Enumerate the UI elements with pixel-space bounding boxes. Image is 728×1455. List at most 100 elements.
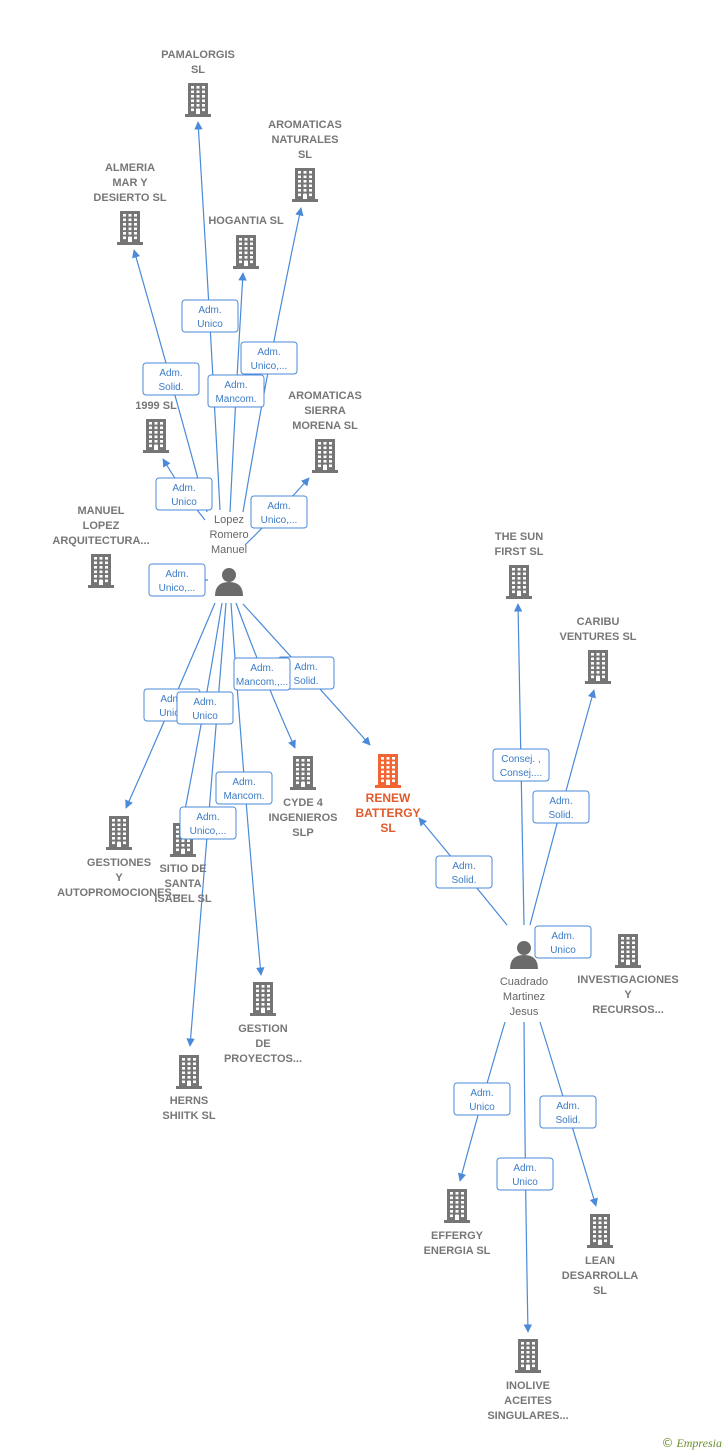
role-text: Solid. [548, 810, 573, 821]
role-text: Adm. [196, 812, 219, 823]
company-label: LEAN [585, 1255, 615, 1267]
role-text: Adm. [172, 483, 195, 494]
company-label: VENTURES SL [559, 631, 636, 643]
company-label: DESIERTO SL [93, 192, 166, 204]
company-label: AROMATICAS [268, 119, 342, 131]
role-label-c_almeria[interactable]: Adm.Solid. [142, 362, 200, 396]
company-label: RECURSOS... [592, 1004, 664, 1016]
role-text: Unico [171, 497, 197, 508]
building-icon [117, 211, 143, 245]
company-label: DE [255, 1038, 270, 1050]
role-box [534, 925, 592, 959]
building-icon [515, 1339, 541, 1373]
company-label: INOLIVE [506, 1380, 550, 1392]
building-icon [585, 650, 611, 684]
role-text: Unico [550, 945, 576, 956]
building-icon [312, 439, 338, 473]
role-label-c_caribu[interactable]: Adm. Solid. [532, 790, 590, 824]
company-label: AUTOPROMOCIONES... [57, 887, 181, 899]
role-text: Unico [469, 1102, 495, 1113]
copyright-icon: © [661, 1436, 674, 1450]
role-text: Adm. [294, 662, 317, 673]
company-label: MANUEL [77, 505, 124, 517]
company-label: SL [191, 64, 205, 76]
role-text: Consej.... [500, 768, 542, 779]
company-node[interactable]: PAMALORGIS SL [161, 49, 235, 117]
person-label: Martinez [503, 991, 545, 1003]
role-text: Mancom.,... [236, 677, 288, 688]
building-icon [250, 982, 276, 1016]
role-text: Unico,... [159, 583, 196, 594]
company-label: SLP [292, 827, 313, 839]
role-text: Adm. [267, 501, 290, 512]
role-text: Unico,... [190, 826, 227, 837]
company-label: GESTION [238, 1023, 288, 1035]
company-node[interactable]: GESTIONDEPROYECTOS... [224, 982, 302, 1065]
role-label-c_aromaticas_sierra[interactable]: Adm.Unico,... [250, 495, 308, 529]
role-box [207, 374, 265, 408]
company-node[interactable]: LEAN DESARROLLA SL [562, 1214, 638, 1297]
company-node[interactable]: GESTIONESYAUTOPROMOCIONES... [57, 816, 181, 899]
company-label: INGENIEROS [268, 812, 337, 824]
company-label: SHIITK SL [162, 1110, 215, 1122]
role-label-c_hogantia[interactable]: Adm. Mancom. [207, 374, 265, 408]
role-box [215, 771, 273, 805]
person-icon [510, 941, 538, 969]
company-label: DESARROLLA [562, 1270, 638, 1282]
company-label: SL [593, 1285, 607, 1297]
role-label-c_sitio[interactable]: Adm.Unico [176, 691, 234, 725]
role-text: Adm. [224, 380, 247, 391]
role-text: Adm. [250, 663, 273, 674]
company-node[interactable]: HOGANTIA SL [208, 215, 284, 269]
role-text: Adm. [193, 697, 216, 708]
role-label-c_lean[interactable]: Adm.Solid. [539, 1095, 597, 1129]
role-label-c_herns[interactable]: Adm. Unico,... [179, 806, 237, 840]
company-label: LOPEZ [83, 520, 120, 532]
role-label-c_effergy[interactable]: Adm.Unico [453, 1082, 511, 1116]
person-label: Manuel [211, 544, 247, 556]
role-label-c_inolive[interactable]: Adm.Unico [496, 1157, 554, 1191]
company-label: PAMALORGIS [161, 49, 235, 61]
building-icon [444, 1189, 470, 1223]
company-label: ARQUITECTURA... [52, 535, 149, 547]
role-label-c_gestion[interactable]: Adm.Mancom. [215, 771, 273, 805]
role-label-c_renew[interactable]: Adm.Solid. [277, 656, 335, 690]
role-label-c_pamalorgis[interactable]: Adm.Unico [181, 299, 239, 333]
role-box [453, 1082, 511, 1116]
role-text: Unico [512, 1177, 538, 1188]
company-label: NATURALES [271, 134, 338, 146]
role-label-c_renew[interactable]: Adm.Solid. [435, 855, 493, 889]
role-label-c_cyde[interactable]: Adm. Mancom.,... [233, 657, 291, 691]
role-text: Mancom. [215, 394, 256, 405]
company-label: ENERGIA SL [424, 1245, 491, 1257]
company-node[interactable]: MANUEL LOPEZ ARQUITECTURA... [52, 505, 150, 588]
company-node[interactable]: INVESTIGACIONESYRECURSOS... [577, 934, 679, 1016]
role-label-c_aromaticas_nat[interactable]: Adm.Unico,... [240, 341, 298, 375]
role-box [492, 748, 550, 782]
role-text: Solid. [158, 382, 183, 393]
role-label-c_investigaciones[interactable]: Adm.Unico [534, 925, 592, 959]
role-box [250, 495, 308, 529]
role-text: Adm. [165, 569, 188, 580]
role-label-c_sun[interactable]: Consej. ,Consej.... [492, 748, 550, 782]
company-node[interactable]: INOLIVEACEITESSINGULARES... [487, 1339, 569, 1422]
role-text: Unico [159, 708, 185, 719]
role-label-c_inc1999[interactable]: Adm. Unico [155, 477, 213, 511]
building-icon [290, 756, 316, 790]
role-label-c_manuel_lopez[interactable]: Adm. Unico,... [148, 563, 206, 597]
brand-logo: Empresia [676, 1436, 722, 1450]
building-icon [88, 554, 114, 588]
role-text: Adm. [549, 796, 572, 807]
